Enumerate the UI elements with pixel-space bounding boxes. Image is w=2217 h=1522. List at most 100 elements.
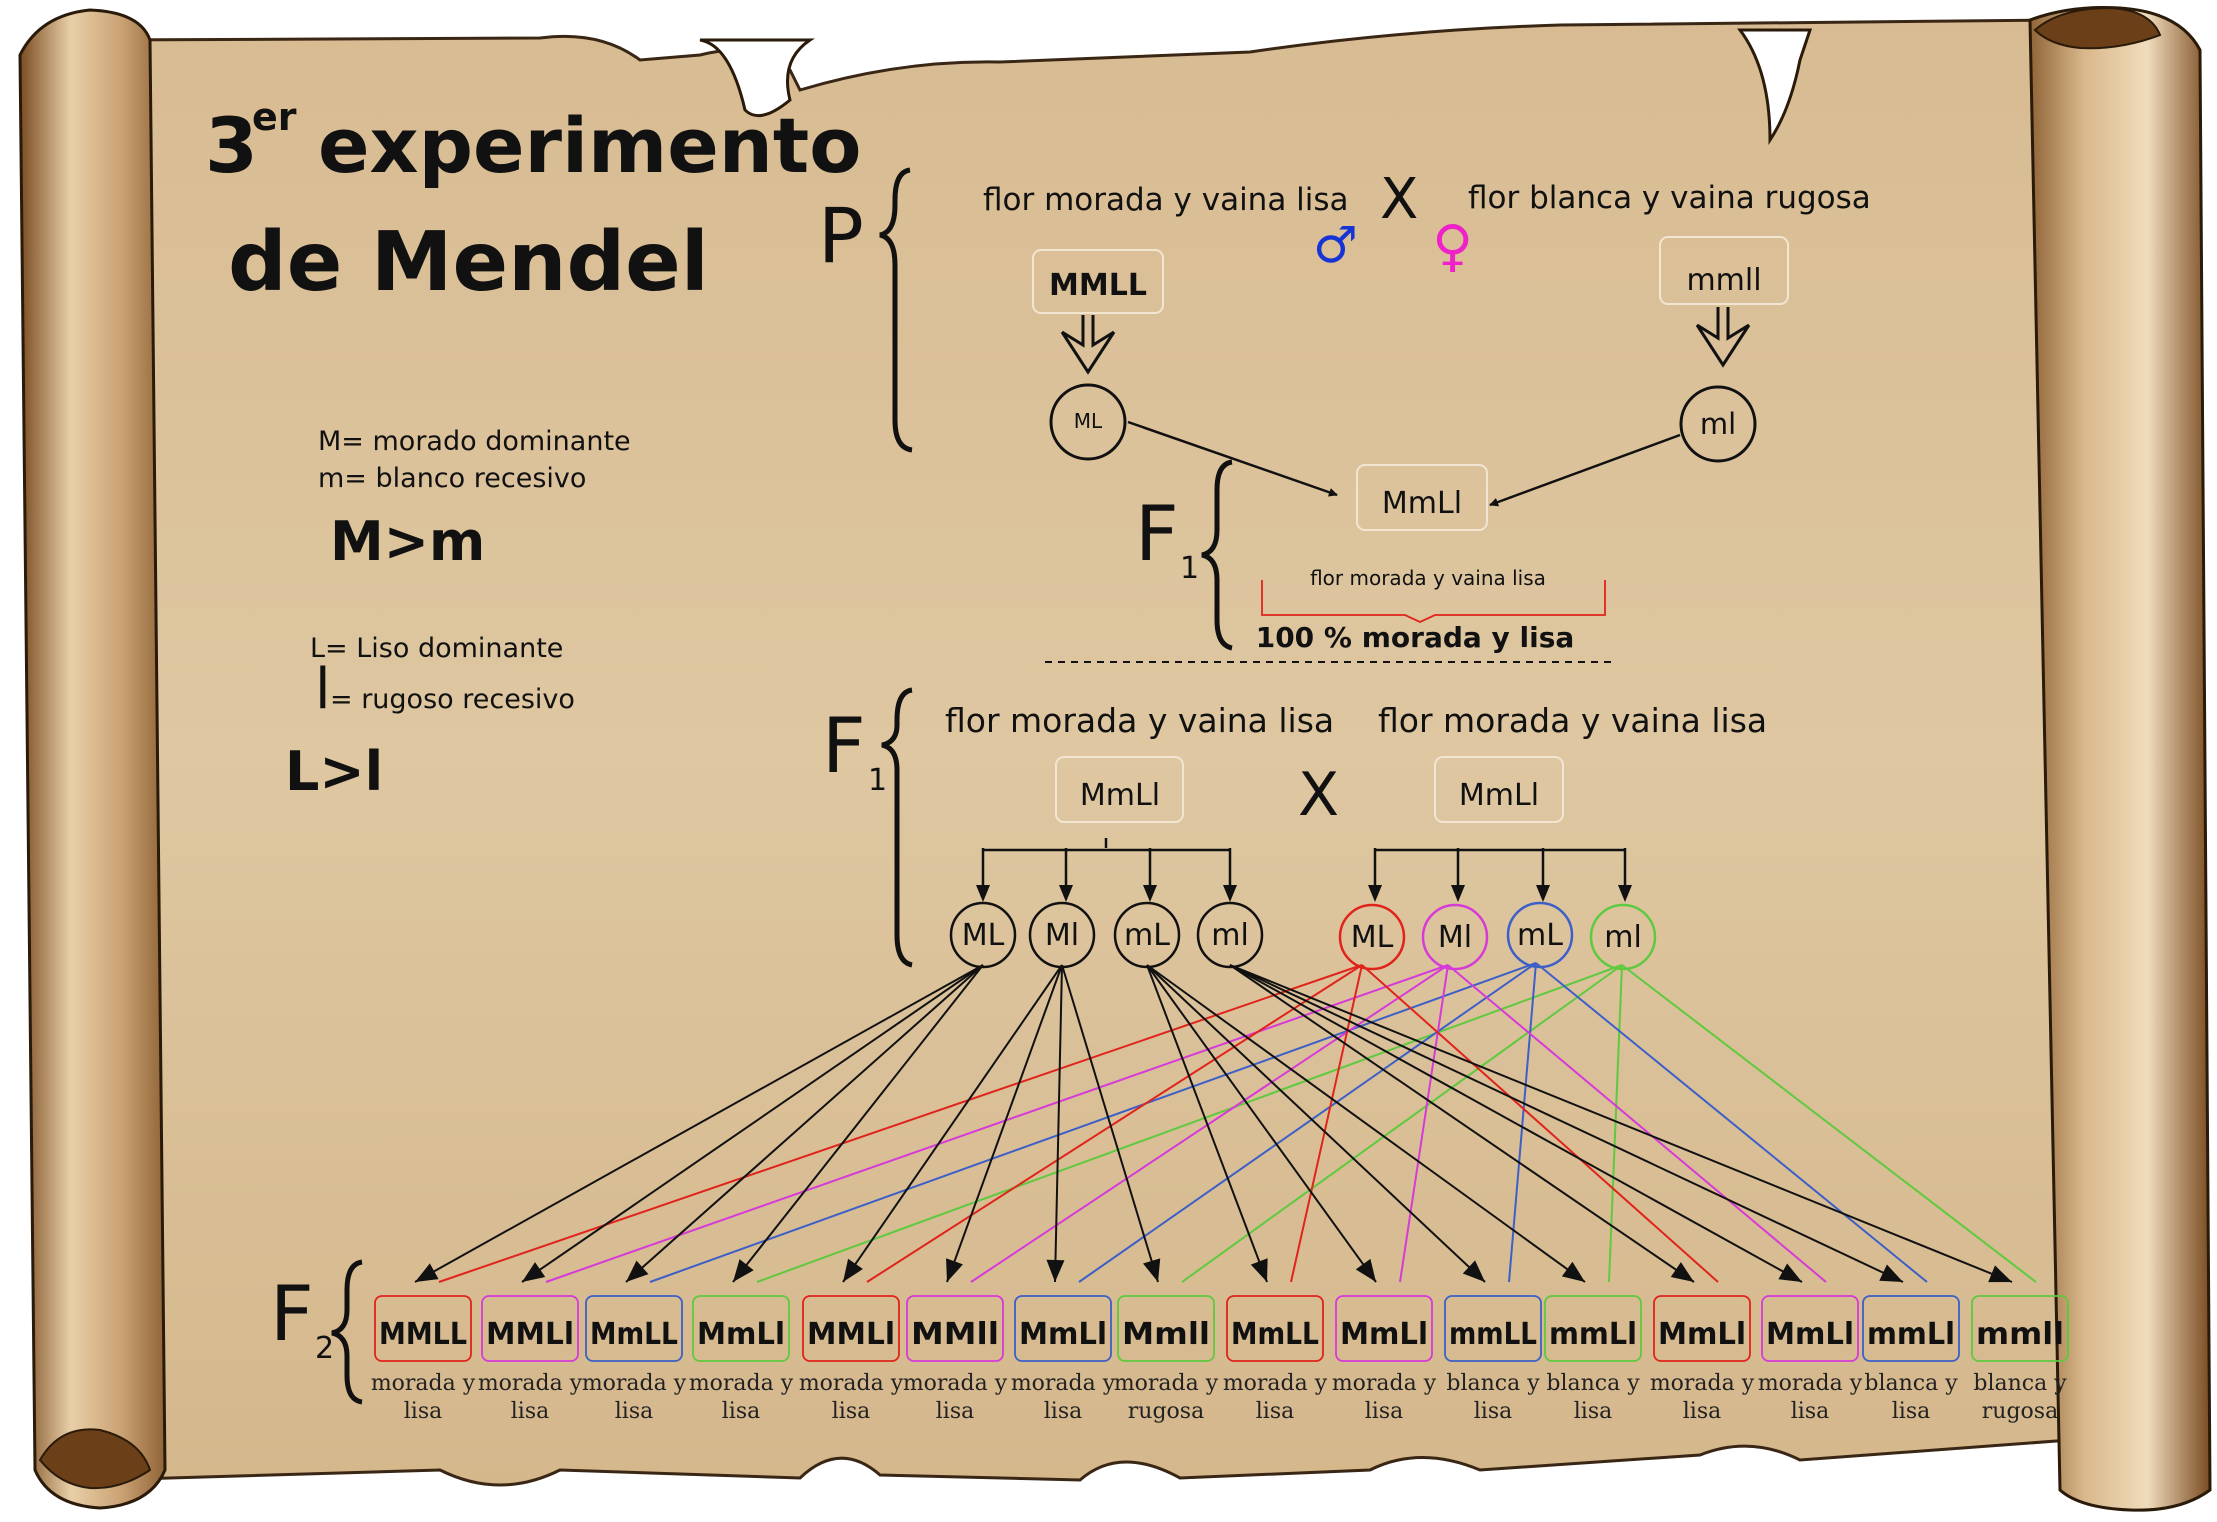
offspring-phenotype-1: morada y: [799, 1371, 904, 1396]
cross-arrow: [1229, 964, 1803, 1283]
arrowhead-icon: [1143, 1258, 1161, 1282]
title-superscript: er: [252, 95, 297, 139]
offspring-phenotype-2: lisa: [1574, 1399, 1612, 1424]
cross-arrow: [1181, 964, 1623, 1283]
parchment-tear: [699, 38, 815, 118]
f1-cross: F 1 flor morada y vaina lisa flor morada…: [822, 687, 1767, 971]
offspring-genotype: mmLL: [1449, 1317, 1537, 1352]
f2-subscript: 2: [315, 1331, 334, 1366]
female-symbol-icon: ♀: [1432, 214, 1473, 279]
offspring-box: [906, 1295, 1004, 1362]
offspring-genotype: mmLl: [1867, 1317, 1955, 1352]
offspring-phenotype-1: morada y: [1011, 1371, 1116, 1396]
offspring-genotype: Mmll: [1122, 1317, 1210, 1352]
offspring-box: [1544, 1295, 1642, 1362]
offspring-box: [1653, 1295, 1751, 1362]
cross-arrow: [946, 964, 1063, 1283]
offspring-genotype: mmll: [1976, 1317, 2064, 1352]
offspring-phenotype-1: blanca y: [1864, 1371, 1958, 1396]
arrowhead-icon: [1670, 1262, 1694, 1282]
legend-l-dominant: L= Liso dominante: [310, 633, 563, 664]
cross-arrow: [1229, 964, 1695, 1283]
cross-arrow: [521, 964, 984, 1283]
parchment-tear-right: [1737, 28, 1813, 145]
p-male-genotype-box: [1032, 249, 1164, 314]
arrowhead-icon: [1451, 885, 1465, 902]
offspring-phenotype-2: rugosa: [1128, 1399, 1204, 1424]
arrowhead-icon: [1536, 885, 1550, 902]
f1-phenotype: flor morada y vaina lisa: [1310, 566, 1546, 590]
f1-cross-label: F: [822, 701, 866, 790]
offspring-phenotype-2: lisa: [615, 1399, 653, 1424]
cross-arrow: [1061, 964, 1159, 1283]
offspring-box: [374, 1295, 472, 1362]
offspring-genotype: MmLl: [1019, 1317, 1107, 1352]
title-number: 3: [205, 101, 258, 190]
f2-label: F: [270, 1269, 314, 1358]
p-female-genotype-box: [1659, 236, 1789, 305]
legend-l-relation: L>l: [285, 740, 383, 803]
offspring-phenotype-2: lisa: [511, 1399, 549, 1424]
arrowhead-icon: [1046, 1259, 1065, 1282]
offspring-genotype: MMLl: [486, 1317, 574, 1352]
title: 3 er experimento de Mendel: [205, 95, 861, 310]
down-arrow-icon: [1060, 315, 1116, 375]
offspring-phenotype-2: lisa: [404, 1399, 442, 1424]
offspring-box: [1014, 1295, 1112, 1362]
offspring-box: [1226, 1295, 1324, 1362]
gamete-right-label: ml: [1604, 920, 1642, 955]
down-arrow-icon: [1695, 307, 1751, 368]
p-generation: P flor morada y vaina lisa X flor blanca…: [818, 167, 1871, 507]
arrowhead-icon: [946, 1258, 963, 1282]
cross-arrow: [414, 964, 984, 1283]
arrowhead-icon: [733, 1259, 754, 1282]
arrowhead-icon: [1462, 1260, 1485, 1282]
right-split-bracket: [1373, 848, 1627, 890]
offspring-box: [481, 1295, 579, 1362]
offspring-genotype: MmLl: [1340, 1317, 1428, 1352]
offspring-box: [1117, 1295, 1215, 1362]
f2-brace: [331, 1259, 363, 1405]
title-line1: experimento: [318, 101, 861, 190]
p-male-arrow: [1127, 420, 1338, 497]
offspring-phenotype-1: morada y: [1223, 1371, 1328, 1396]
arrowhead-icon: [843, 1258, 863, 1282]
offspring-box: [1862, 1295, 1960, 1362]
offspring-phenotype-1: blanca y: [1546, 1371, 1640, 1396]
offspring-phenotype-2: lisa: [1365, 1399, 1403, 1424]
f1-generation: F 1 MmLl flor morada y vaina lisa 100 % …: [1045, 459, 1615, 663]
gamete-circle-right: [1589, 903, 1657, 971]
legend-l-letter: l: [315, 657, 331, 722]
allele-legend: M= morado dominante m= blanco recesivo M…: [285, 426, 631, 803]
gamete-left-label: Ml: [1045, 918, 1079, 953]
offspring-phenotype-1: morada y: [1758, 1371, 1863, 1396]
arrowhead-icon: [1355, 1258, 1376, 1282]
gamete-left-label: ML: [962, 918, 1005, 953]
gamete-circle-left: [1196, 901, 1264, 969]
cross-arrow: [1054, 964, 1063, 1283]
cross-arrow: [1229, 964, 2013, 1283]
f1-brace: [1201, 459, 1233, 651]
cross-arrow: [625, 964, 984, 1283]
arrowhead-icon: [1778, 1263, 1802, 1282]
gamete-circle-right: [1421, 903, 1489, 971]
offspring-box: [1761, 1295, 1859, 1362]
arrowhead-icon: [415, 1263, 439, 1282]
cross-arrows: [414, 962, 2037, 1283]
p-male-gamete: ML: [1074, 409, 1103, 433]
offspring-phenotype-1: morada y: [903, 1371, 1008, 1396]
arrowhead-icon: [1879, 1264, 1903, 1282]
left-scroll-roll: [18, 8, 167, 1510]
cross-arrow: [1447, 964, 1827, 1283]
offspring-phenotype-1: morada y: [1114, 1371, 1219, 1396]
arrowhead-icon: [1059, 885, 1073, 902]
cross-arrow: [970, 964, 1449, 1283]
left-split-bracket: [981, 838, 1232, 890]
f1-cross-brace: [881, 687, 913, 968]
f1-cross-left-desc: flor morada y vaina lisa: [945, 701, 1334, 740]
title-line2: de Mendel: [228, 215, 709, 310]
cross-arrow: [1146, 964, 1486, 1283]
